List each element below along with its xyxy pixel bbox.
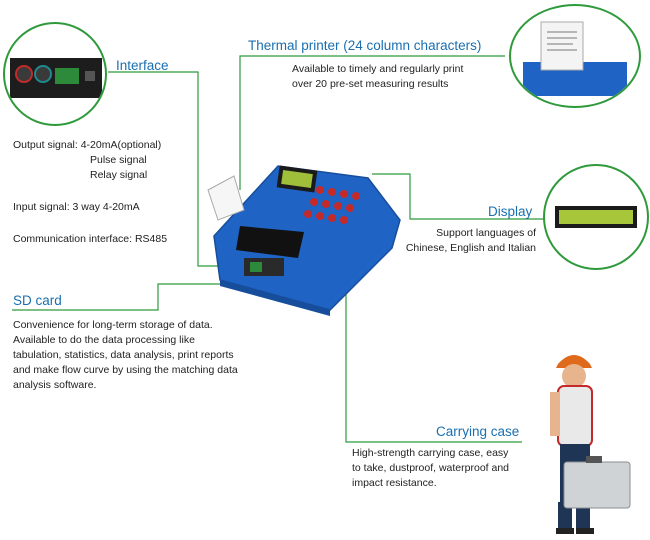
printer-description: Available to timely and regularly print …	[292, 62, 463, 92]
display-heading: Display	[488, 204, 533, 219]
carrying-case-description: High-strength carrying case, easy to tak…	[352, 446, 509, 491]
carrying-case-leader-line	[345, 248, 522, 443]
communication-interface-text: Communication interface: RS485	[13, 233, 168, 245]
carrying-case-description-line: impact resistance.	[352, 477, 437, 489]
flow-meter-device	[207, 165, 401, 316]
output-signal-pulse: Pulse signal	[90, 154, 147, 166]
printer-heading: Thermal printer (24 column characters)	[248, 38, 482, 53]
input-signal-text: Input signal: 3 way 4-20mA	[13, 201, 140, 213]
display-leader-line	[372, 173, 548, 220]
sd-card-description: Convenience for long-term storage of dat…	[13, 318, 238, 393]
output-signal-relay: Relay signal	[90, 169, 148, 181]
lcd-display-image	[555, 206, 637, 228]
display-description: Support languages of Chinese, English an…	[396, 226, 536, 256]
output-signal-label: Output signal: 4-20mA(optional)	[13, 139, 162, 151]
sd-card-description-line: Convenience for long-term storage of dat…	[13, 319, 213, 331]
interface-output-signals: Output signal: 4-20mA(optional) Pulse si…	[13, 138, 161, 183]
printer-image	[523, 21, 627, 96]
sd-card-leader-line	[12, 283, 250, 311]
printer-leader-line	[239, 55, 505, 190]
sd-card-description-line: and make flow curve by using the matchin…	[13, 364, 238, 376]
carrying-case-description-line: to take, dustproof, waterproof and	[352, 462, 510, 474]
display-description-line: Chinese, English and Italian	[405, 242, 536, 254]
sd-card-description-line: Available to do the data processing like	[13, 334, 195, 346]
worker-with-case-image	[550, 355, 631, 534]
interface-inset	[3, 22, 107, 126]
sd-card-description-line: analysis software.	[13, 379, 97, 391]
printer-description-line: over 20 pre-set measuring results	[292, 78, 449, 90]
sd-card-heading: SD card	[13, 293, 62, 308]
display-description-line: Support languages of	[436, 227, 536, 239]
printer-description-line: Available to timely and regularly print	[292, 63, 464, 75]
sd-card-description-line: tabulation, statistics, data analysis, p…	[13, 349, 234, 361]
interface-heading: Interface	[116, 58, 169, 73]
carrying-case-description-line: High-strength carrying case, easy	[352, 447, 509, 459]
interface-panel-image	[10, 58, 102, 98]
display-inset	[543, 164, 649, 270]
printer-inset	[509, 4, 641, 108]
carrying-case-heading: Carrying case	[436, 424, 520, 439]
